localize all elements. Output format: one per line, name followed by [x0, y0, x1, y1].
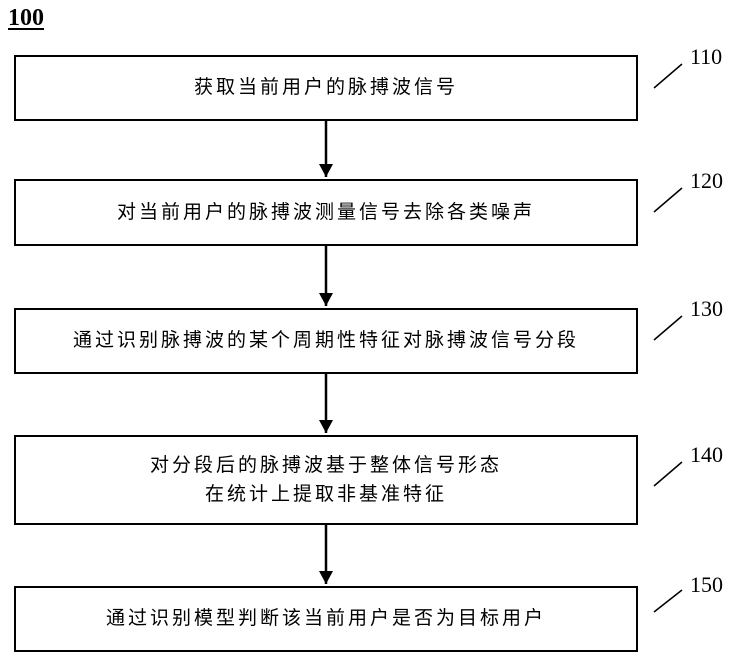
leader-110 [654, 64, 682, 88]
arrow-head-130 [319, 293, 333, 306]
leader-120 [654, 188, 682, 212]
arrow-head-150 [319, 571, 333, 584]
step-text-130: 通过识别脉搏波的某个周期性特征对脉搏波信号分段 [73, 326, 579, 355]
step-number-150: 150 [690, 574, 723, 596]
step-box-110: 获取当前用户的脉搏波信号 [14, 55, 638, 121]
step-text-120: 对当前用户的脉搏波测量信号去除各类噪声 [117, 198, 535, 227]
step-box-140: 对分段后的脉搏波基于整体信号形态 在统计上提取非基准特征 [14, 435, 638, 525]
arrow-head-120 [319, 164, 333, 177]
step-text-140-line-2: 在统计上提取非基准特征 [205, 480, 447, 509]
step-text-110: 获取当前用户的脉搏波信号 [194, 73, 458, 102]
step-number-140: 140 [690, 444, 723, 466]
step-number-120: 120 [690, 170, 723, 192]
step-text-150: 通过识别模型判断该当前用户是否为目标用户 [106, 604, 546, 633]
step-box-120: 对当前用户的脉搏波测量信号去除各类噪声 [14, 179, 638, 246]
step-box-150: 通过识别模型判断该当前用户是否为目标用户 [14, 586, 638, 652]
step-text-140-line-1: 对分段后的脉搏波基于整体信号形态 [150, 451, 502, 480]
step-number-110: 110 [690, 46, 722, 68]
leader-130 [654, 316, 682, 340]
arrow-head-140 [319, 420, 333, 433]
leader-150 [654, 590, 682, 612]
step-number-130: 130 [690, 298, 723, 320]
leader-140 [654, 462, 682, 486]
step-box-130: 通过识别脉搏波的某个周期性特征对脉搏波信号分段 [14, 308, 638, 374]
